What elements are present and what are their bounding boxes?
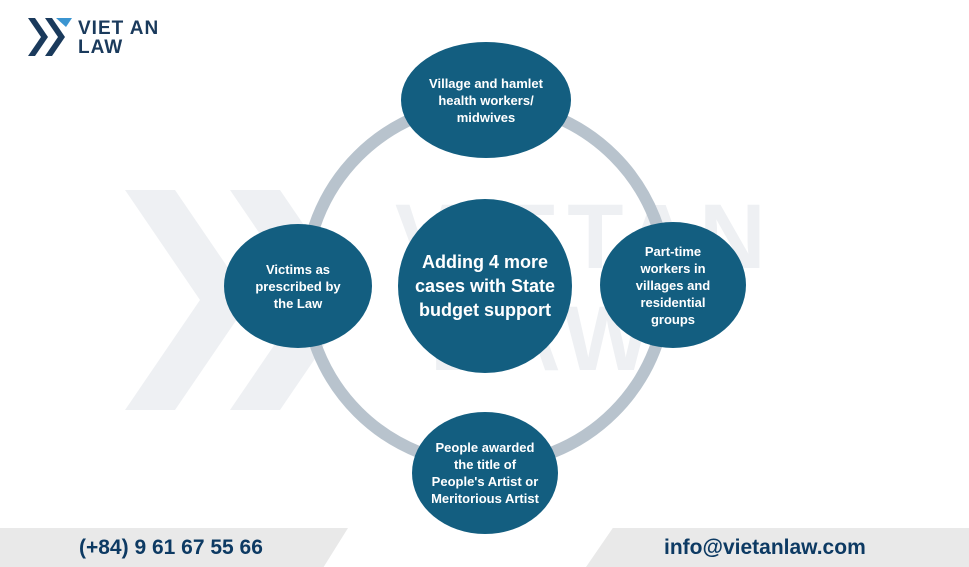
center-node: Adding 4 more cases with State budget su… — [398, 199, 572, 373]
logo-text-line2: LAW — [78, 37, 124, 58]
footer-band-right — [586, 528, 969, 567]
footer-band-left — [0, 528, 348, 567]
node-bottom: People awarded the title of People's Art… — [412, 412, 558, 534]
node-top-label: Village and hamlet health workers/ midwi… — [429, 75, 543, 125]
node-right: Part-time workers in villages and reside… — [600, 222, 746, 348]
node-right-label: Part-time workers in villages and reside… — [635, 243, 711, 327]
footer-phone: (+84) 9 61 67 55 66 — [79, 536, 263, 559]
node-left-label: Victims as prescribed by the Law — [255, 261, 341, 311]
logo: VIET AN LAW — [28, 16, 168, 62]
node-left: Victims as prescribed by the Law — [224, 224, 372, 348]
logo-mark-icon — [28, 18, 72, 56]
center-node-label: Adding 4 more cases with State budget su… — [414, 252, 556, 320]
node-top: Village and hamlet health workers/ midwi… — [401, 42, 571, 158]
footer-email: info@vietanlaw.com — [664, 536, 866, 559]
node-bottom-label: People awarded the title of People's Art… — [431, 440, 539, 506]
logo-text-line1: VIET AN — [78, 18, 160, 39]
